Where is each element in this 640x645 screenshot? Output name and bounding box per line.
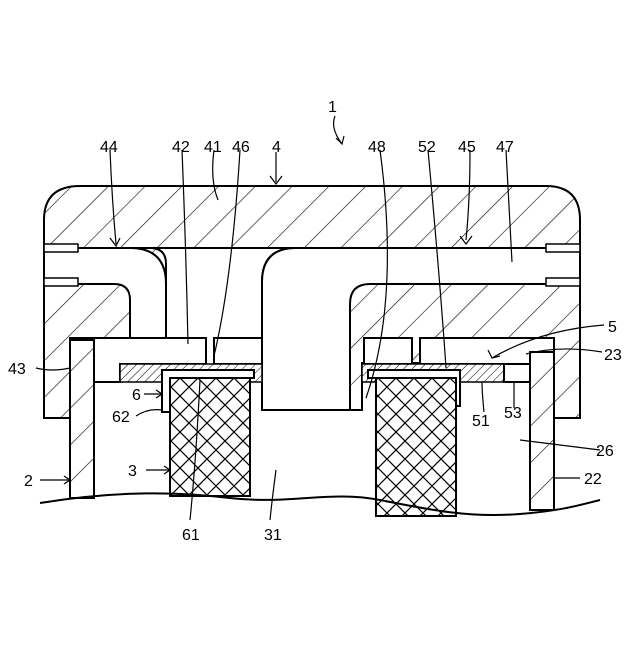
label-44: 44 xyxy=(100,139,118,156)
label-26: 26 xyxy=(596,443,614,460)
label-48: 48 xyxy=(368,139,386,156)
label-2: 2 xyxy=(24,473,33,490)
label-42: 42 xyxy=(172,139,190,156)
label-51: 51 xyxy=(472,413,490,430)
label-1: 1 xyxy=(328,99,337,116)
label-4: 4 xyxy=(272,139,281,156)
terminal-53 xyxy=(504,364,530,382)
break-line-31 xyxy=(40,493,600,515)
case-wall-right-22 xyxy=(530,340,554,510)
label-62: 62 xyxy=(112,409,130,426)
label-6: 6 xyxy=(132,387,141,404)
label-47: 47 xyxy=(496,139,514,156)
label-45: 45 xyxy=(458,139,476,156)
label-43: 43 xyxy=(8,361,26,378)
label-23: 23 xyxy=(604,347,622,364)
label-46: 46 xyxy=(232,139,250,156)
label-3: 3 xyxy=(128,463,137,480)
label-61: 61 xyxy=(182,527,200,544)
label-53: 53 xyxy=(504,405,522,422)
label-41: 41 xyxy=(204,139,222,156)
case-wall-left-2 xyxy=(70,340,94,498)
label-31: 31 xyxy=(264,527,282,544)
label-52: 52 xyxy=(418,139,436,156)
label-5: 5 xyxy=(608,319,617,336)
label-22: 22 xyxy=(584,471,602,488)
